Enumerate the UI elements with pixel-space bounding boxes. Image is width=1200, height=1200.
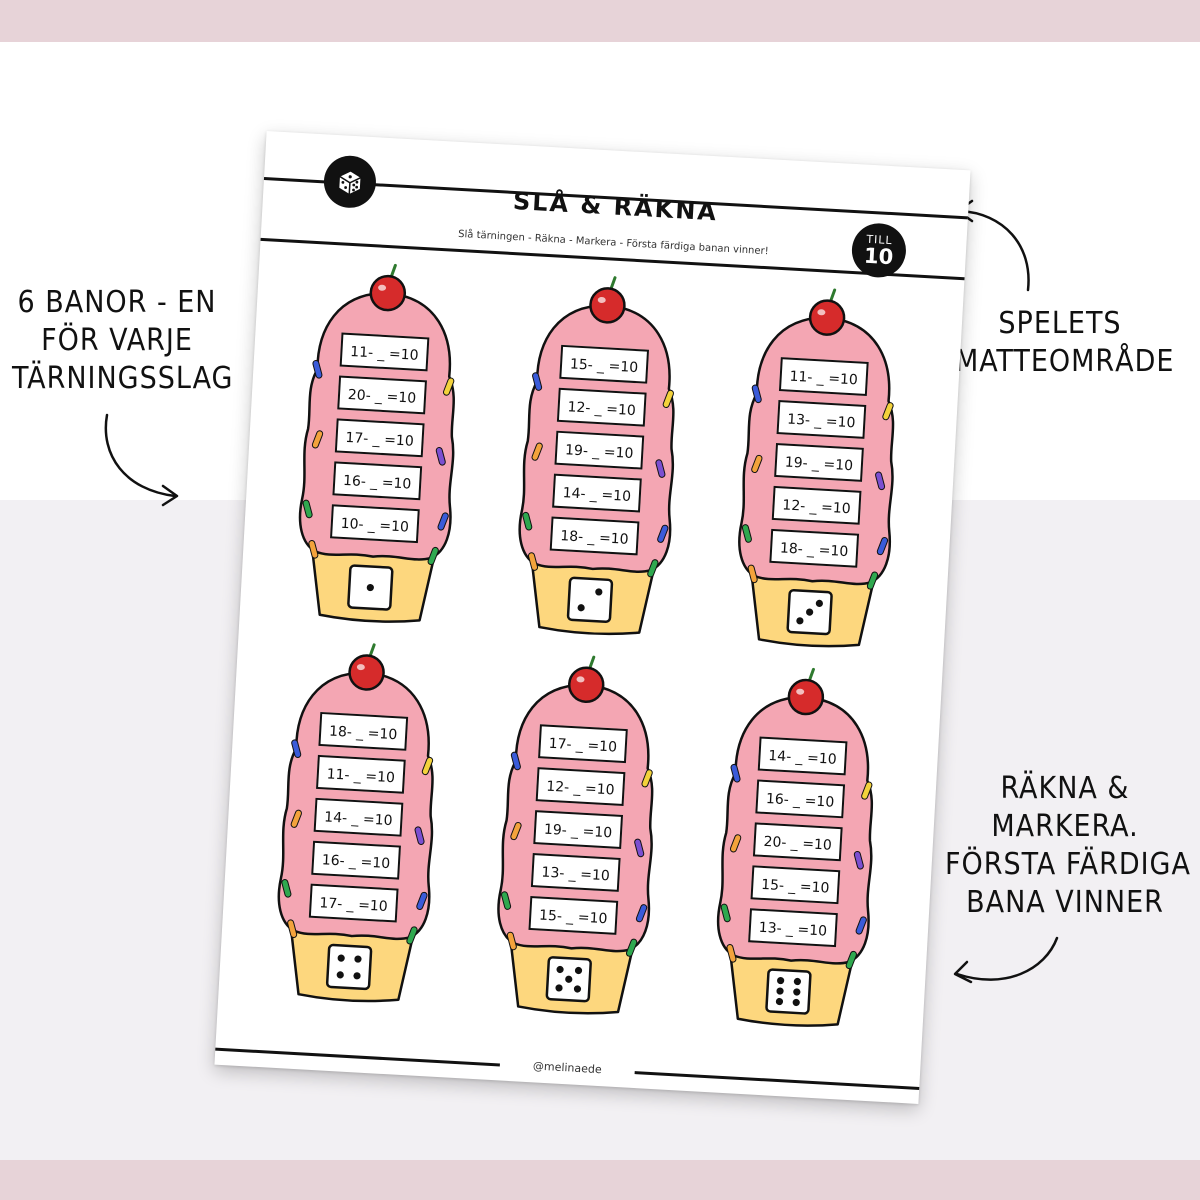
bottom-band <box>0 1160 1200 1200</box>
equation-box[interactable]: 15- _ =10 <box>528 895 619 935</box>
die-face-icon <box>325 943 373 991</box>
equation-box[interactable]: 13- _ =10 <box>748 908 838 948</box>
dice-badge <box>322 154 378 210</box>
callout-left-line: 6 BANOR - EN <box>17 285 217 320</box>
equation-box[interactable]: 18- _ =10 <box>769 528 860 568</box>
equation-box[interactable]: 14- _ =10 <box>552 473 642 513</box>
callout-left-line: TÄRNINGSSLAG <box>12 361 234 396</box>
callout-top-right: SPELETS MATTEOMRÅDE <box>955 305 1175 381</box>
callout-top-right-line: SPELETS <box>998 306 1122 341</box>
worksheet: SLÅ & RÄKNA TILL 10 Slå tärningen - Räkn… <box>214 131 971 1104</box>
callout-bottom-right-line: BANA VINNER <box>966 885 1164 920</box>
callout-bottom-right-line: FÖRSTA FÄRDIGA <box>945 847 1191 882</box>
die-face-icon <box>545 955 593 1003</box>
callout-left: 6 BANOR - EN FÖR VARJE TÄRNINGSSLAG <box>12 284 234 398</box>
equation-box[interactable]: 15- _ =10 <box>750 865 841 905</box>
equation-box[interactable]: 16- _ =10 <box>332 461 423 501</box>
callout-left-line: FÖR VARJE <box>41 323 193 358</box>
equation-box[interactable]: 19- _ =10 <box>533 810 624 849</box>
die-face-icon <box>785 588 833 636</box>
equation-box[interactable]: 14- _ =10 <box>313 797 404 837</box>
equation-box[interactable]: 20- _ =10 <box>752 822 843 862</box>
equation-box[interactable]: 17- _ =10 <box>538 724 628 764</box>
top-band <box>0 0 1200 42</box>
equation-box[interactable]: 14- _ =10 <box>757 736 848 776</box>
arrow-left-icon <box>104 413 179 507</box>
equation-box[interactable]: 13- _ =10 <box>776 400 867 439</box>
equation-box[interactable]: 11- _ =10 <box>778 357 869 396</box>
callout-top-right-line: MATTEOMRÅDE <box>955 344 1175 379</box>
callout-bottom-right-line: RÄKNA & <box>1000 771 1130 806</box>
equation-box[interactable]: 12- _ =10 <box>771 485 862 525</box>
equation-box[interactable]: 12- _ =10 <box>556 387 647 427</box>
callout-bottom-right: RÄKNA & MARKERA. FÖRSTA FÄRDIGA BANA VIN… <box>945 770 1191 922</box>
equation-box[interactable]: 18- _ =10 <box>549 516 640 556</box>
equation-box[interactable]: 11- _ =10 <box>316 754 406 794</box>
equation-box[interactable]: 20- _ =10 <box>337 375 427 415</box>
die-face-icon <box>566 576 614 624</box>
dice-icon <box>337 169 362 196</box>
equation-box[interactable]: 19- _ =10 <box>774 442 864 482</box>
equation-box[interactable]: 17- _ =10 <box>308 883 399 923</box>
equation-box[interactable]: 15- _ =10 <box>559 344 650 384</box>
equation-box[interactable]: 19- _ =10 <box>554 430 645 470</box>
equation-box[interactable]: 12- _ =10 <box>535 767 626 807</box>
arrow-bottom-right-icon <box>953 936 1059 984</box>
equation-box[interactable]: 17- _ =10 <box>334 418 425 458</box>
equation-box[interactable]: 16- _ =10 <box>755 779 846 819</box>
equation-box[interactable]: 11- _ =10 <box>339 332 430 372</box>
die-face-icon <box>764 967 812 1015</box>
callout-bottom-right-line: MARKERA. <box>991 809 1139 844</box>
equation-box[interactable]: 18- _ =10 <box>318 711 409 751</box>
equation-box[interactable]: 10- _ =10 <box>330 504 420 544</box>
equation-box[interactable]: 16- _ =10 <box>311 840 401 880</box>
equation-box[interactable]: 13- _ =10 <box>530 853 621 892</box>
die-face-icon <box>346 563 394 611</box>
